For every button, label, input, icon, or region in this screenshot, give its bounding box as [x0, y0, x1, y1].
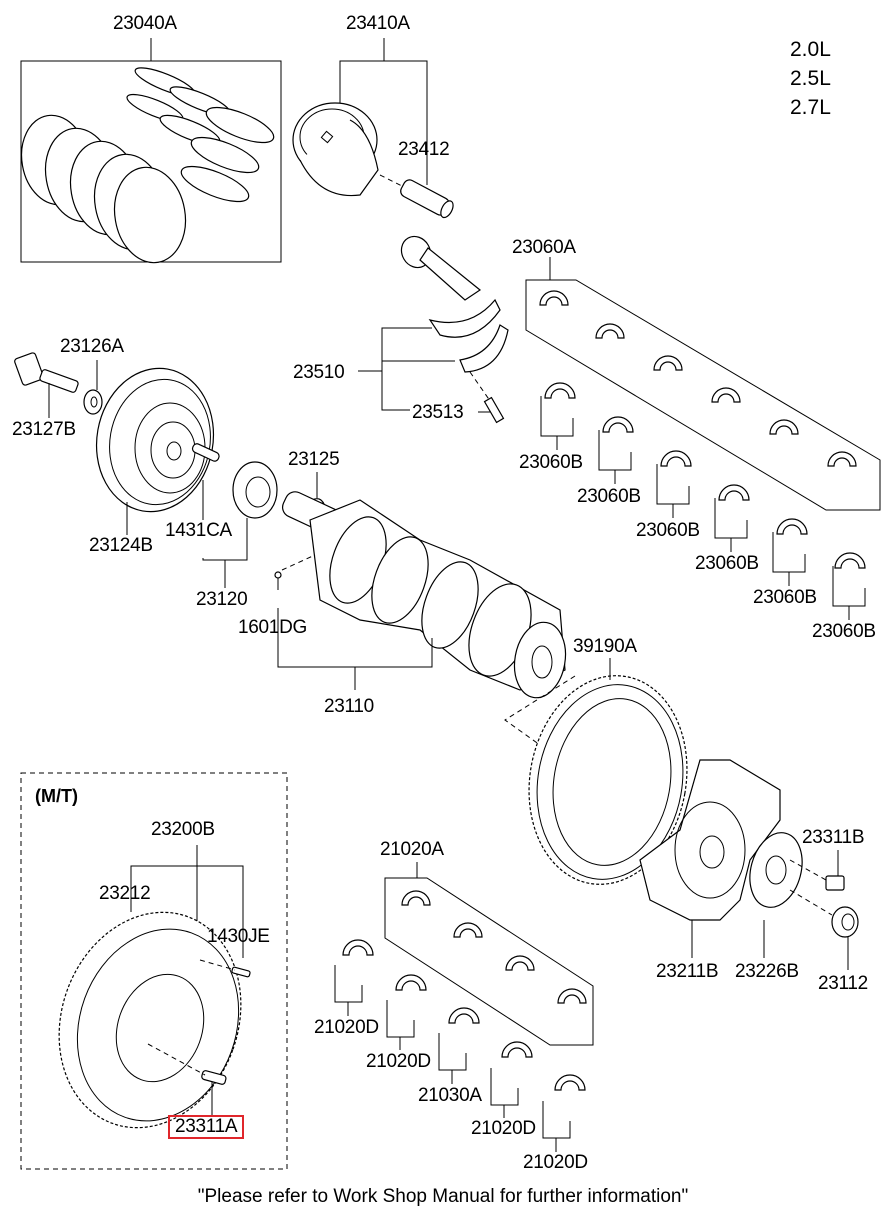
- part-label-23125[interactable]: 23125: [288, 449, 340, 470]
- engine-displacement-2-0: 2.0L: [790, 38, 831, 61]
- engine-displacement-2-5: 2.5L: [790, 67, 831, 90]
- part-label-23211B[interactable]: 23211B: [656, 961, 719, 982]
- bolt-23127B[interactable]: [14, 352, 79, 418]
- part-label-23060B-5[interactable]: 23060B: [753, 587, 817, 608]
- piston-23410A[interactable]: [292, 38, 456, 220]
- part-label-1601DG[interactable]: 1601DG: [238, 617, 307, 638]
- bushing-23112[interactable]: [789, 889, 859, 970]
- part-label-23060B-6[interactable]: 23060B: [812, 621, 876, 642]
- part-label-23200B[interactable]: 23200B: [151, 819, 215, 840]
- part-label-23226B[interactable]: 23226B: [735, 961, 799, 982]
- bearings-23060B[interactable]: [540, 382, 866, 620]
- part-label-23110[interactable]: 23110: [324, 696, 374, 717]
- piston-ring-set-23040A[interactable]: [15, 38, 282, 268]
- part-label-21020D-1[interactable]: 21020D: [314, 1017, 379, 1038]
- part-label-1431CA[interactable]: 1431CA: [165, 520, 232, 541]
- washer-23126A[interactable]: [83, 360, 103, 415]
- part-label-23060B-2[interactable]: 23060B: [577, 486, 641, 507]
- bearings-21020D[interactable]: [334, 939, 586, 1152]
- part-label-23311A-selected[interactable]: 23311A: [168, 1115, 245, 1139]
- part-label-21020D-2[interactable]: 21020D: [366, 1051, 431, 1072]
- part-label-23127B[interactable]: 23127B: [12, 419, 76, 440]
- part-label-23212[interactable]: 23212: [99, 883, 151, 904]
- part-label-39190A[interactable]: 39190A: [573, 636, 637, 657]
- sprocket-23120[interactable]: [202, 461, 278, 588]
- mt-section-title: (M/T): [35, 786, 78, 806]
- part-label-23060B-3[interactable]: 23060B: [636, 520, 700, 541]
- part-label-23120[interactable]: 23120: [196, 589, 248, 610]
- part-label-23040A[interactable]: 23040A: [113, 13, 177, 34]
- flywheel-23200B[interactable]: [30, 887, 271, 1154]
- part-label-23513[interactable]: 23513: [412, 402, 464, 423]
- footer-note: "Please refer to Work Shop Manual for fu…: [197, 1186, 689, 1207]
- part-label-23510[interactable]: 23510: [293, 362, 345, 383]
- pin-1431CA[interactable]: [191, 442, 220, 520]
- part-label-21030A[interactable]: 21030A: [418, 1085, 482, 1106]
- part-label-23311B[interactable]: 23311B: [802, 827, 865, 848]
- adapter-plate-23226B[interactable]: [742, 827, 810, 958]
- ring-gear-39190A[interactable]: [504, 658, 703, 897]
- part-label-23410A[interactable]: 23410A: [346, 13, 410, 34]
- bolt-23311B[interactable]: [789, 850, 845, 891]
- bearing-set-23060A[interactable]: [525, 257, 881, 511]
- part-label-23060A[interactable]: 23060A: [512, 237, 576, 258]
- part-label-21020D-3[interactable]: 21020D: [471, 1118, 536, 1139]
- part-label-23412[interactable]: 23412: [398, 139, 450, 160]
- part-label-21020A[interactable]: 21020A: [380, 839, 444, 860]
- crankshaft-23110[interactable]: [274, 489, 571, 702]
- connecting-rod-23510[interactable]: [358, 231, 509, 424]
- part-label-23060B-1[interactable]: 23060B: [519, 452, 583, 473]
- bolt-23311A[interactable]: [147, 1043, 227, 1115]
- part-label-23124B[interactable]: 23124B: [89, 535, 153, 556]
- bearing-set-21020A[interactable]: [384, 862, 594, 1046]
- part-label-23112[interactable]: 23112: [818, 973, 868, 994]
- part-label-23126A[interactable]: 23126A: [60, 336, 124, 357]
- part-label-23060B-4[interactable]: 23060B: [695, 553, 759, 574]
- part-label-21020D-4[interactable]: 21020D: [523, 1152, 588, 1173]
- part-label-1430JE[interactable]: 1430JE: [207, 926, 270, 947]
- engine-displacement-2-7: 2.7L: [790, 96, 831, 119]
